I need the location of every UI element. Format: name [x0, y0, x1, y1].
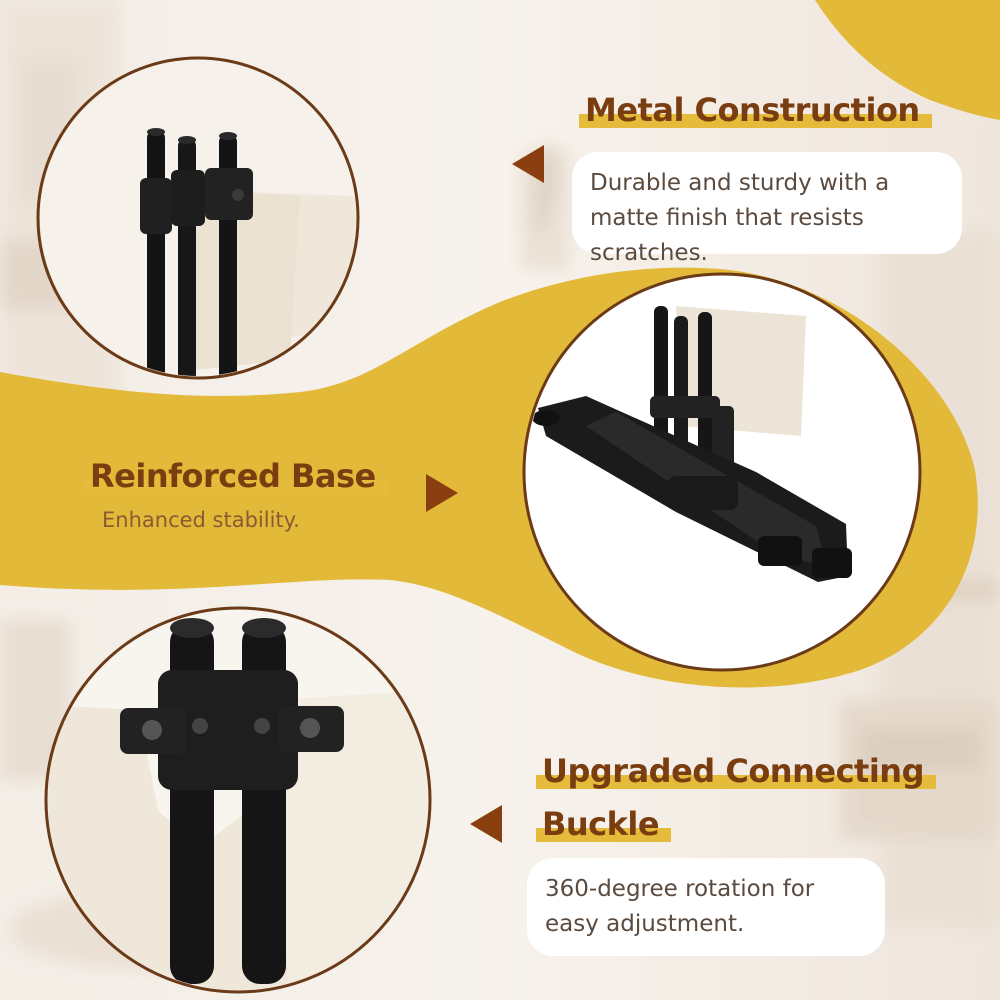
circle-ring-top	[36, 56, 360, 380]
gold-corner-blob	[815, 0, 1000, 120]
feature-description-reinforced-base: Enhanced stability.	[102, 508, 300, 532]
feature-description-connecting-buckle: 360-degree rotation for easy adjustment.	[527, 858, 885, 956]
feature-title-metal-construction: Metal Construction	[579, 91, 932, 129]
reinforced-base-image	[526, 276, 918, 668]
pointer-arrow-left-icon	[470, 805, 502, 843]
pointer-arrow-left-icon	[512, 145, 544, 183]
circle-ring-bottom	[44, 606, 432, 994]
feature-description-metal-construction: Durable and sturdy with a matte finish t…	[572, 152, 962, 266]
feature-title-reinforced-base: Reinforced Base	[84, 457, 388, 495]
feature-title-connecting-buckle-line2: Buckle	[535, 805, 672, 843]
connecting-buckle-image	[48, 610, 428, 990]
pointer-arrow-right-icon	[426, 474, 458, 512]
triple-pole-clamp-image	[40, 60, 356, 376]
feature-title-connecting-buckle-line1: Upgraded Connecting	[536, 752, 936, 790]
